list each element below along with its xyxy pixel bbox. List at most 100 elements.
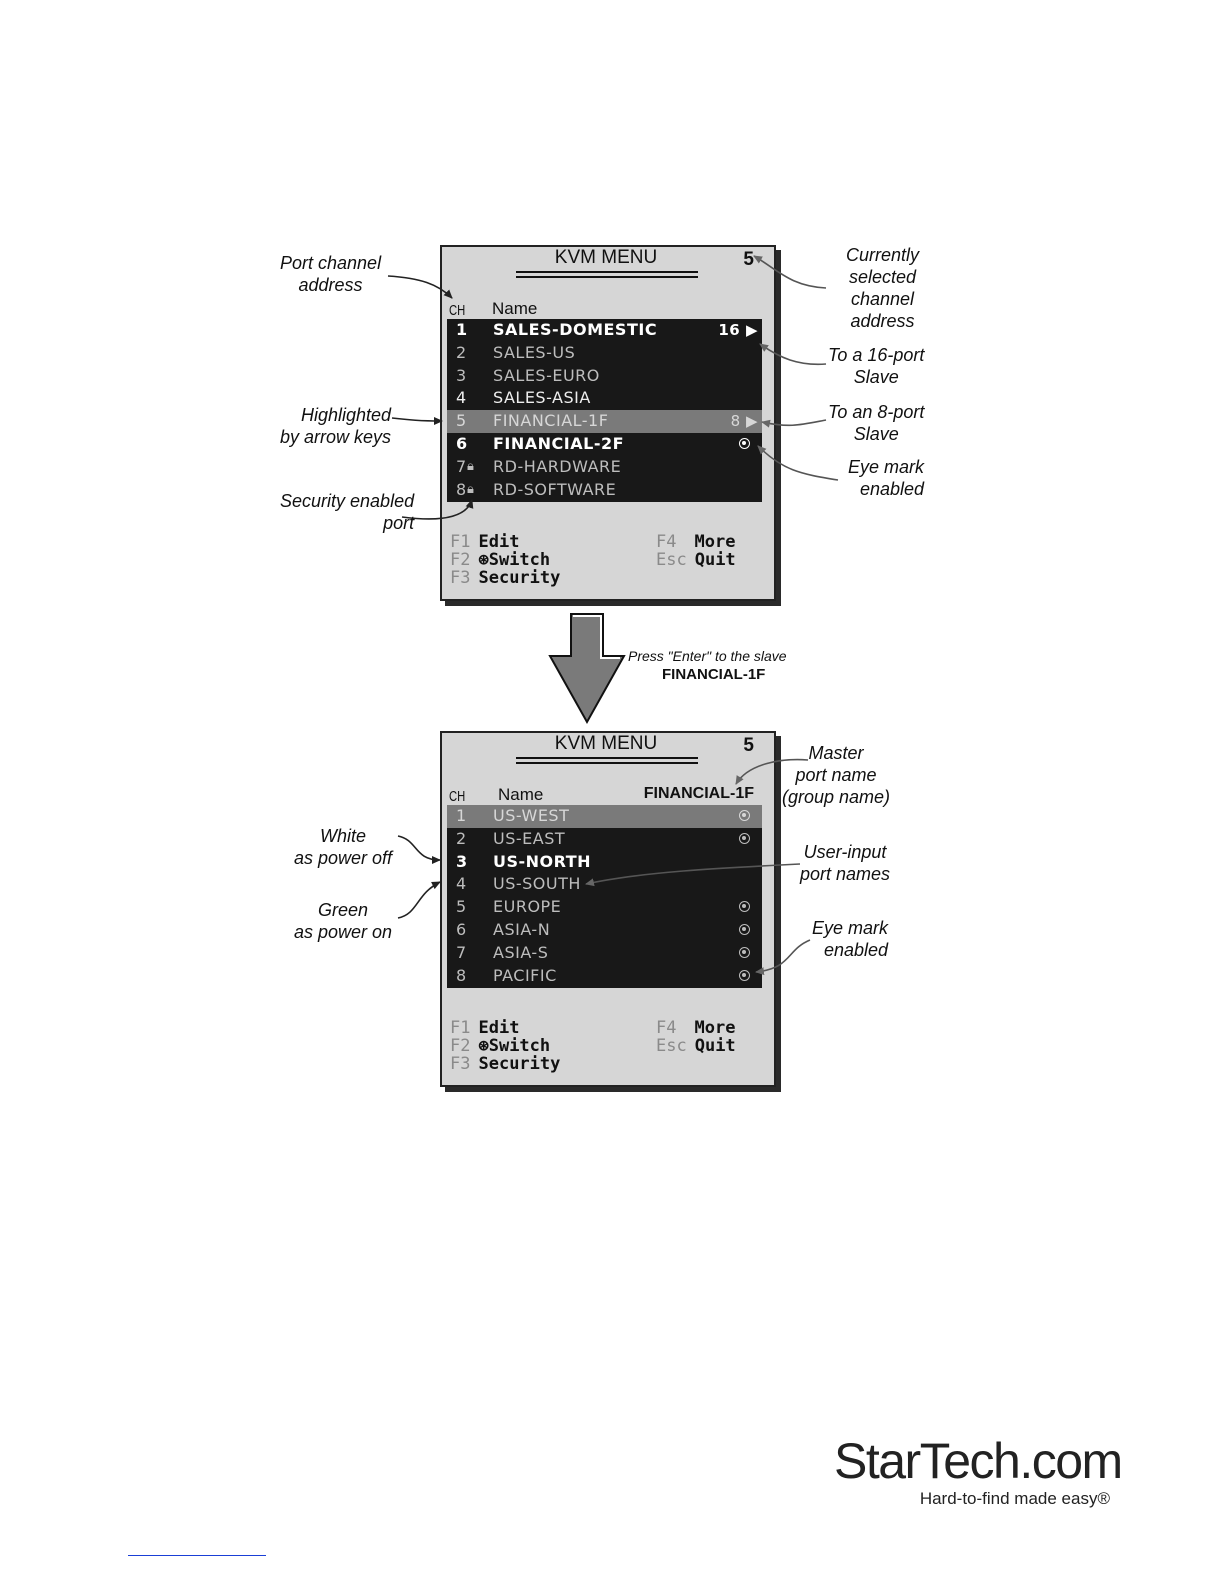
logo-wordmark: StarTech.com [834,1433,1123,1489]
port-row-3[interactable]: 3 SALES-EURO [447,365,762,388]
port-row-2[interactable]: 2 US-EAST [447,828,762,851]
port-number: 6 [456,920,467,939]
lock-icon: 🔒︎ [467,458,475,474]
startech-logo: StarTech.com Hard-to-find made easy® [834,1433,1124,1509]
footer-link-underline [128,1555,266,1556]
arrow-green-power-on [397,881,441,919]
port-number: 7 [456,942,467,962]
f2-switch-key[interactable]: F2⊛Switch [450,550,551,570]
transition-target: FINANCIAL-1F [662,666,766,683]
port-row-3[interactable]: 3 US-NORTH [447,851,762,874]
down-arrow-icon [548,613,626,725]
port-number: 2 [456,828,467,848]
port-row-2[interactable]: 2 SALES-US [447,342,762,365]
port-row-5-highlighted[interactable]: 5 FINANCIAL-1F 8 ▶ [447,410,762,433]
port-name: US-WEST [493,806,570,825]
annotation-security-enabled: Security enabled port [280,491,415,533]
title-underline [516,276,698,278]
port-row-8[interactable]: 8 PACIFIC [447,965,762,988]
eye-mark-icon [739,438,750,449]
port-name: ASIA-N [493,920,551,939]
menu-title: KVM MENU [554,247,658,268]
port-name: ASIA-S [493,942,549,962]
menu-title: KVM MENU [554,733,658,754]
arrow-port-channel [387,275,453,299]
port-row-1-highlighted[interactable]: 1 US-WEST [447,805,762,828]
column-header-name: Name [498,785,544,804]
f2-switch-key[interactable]: F2⊛Switch [450,1036,551,1056]
port-number: 6 [456,434,468,453]
logo-tagline: Hard-to-find made easy® [919,1489,1110,1508]
port-name: US-SOUTH [493,874,581,894]
title-underline [516,271,698,273]
eye-mark-icon [739,810,750,821]
kvm-menu-panel-top: KVM MENU 5 CH Name 1 SALES-DOMESTIC 16 ▶… [440,245,776,601]
transition-instruction: Press "Enter" to the slave [628,648,787,664]
annotation-8-port-slave: To an 8-port Slave [828,402,925,444]
port-list: 1 US-WEST 2 US-EAST 3 US-NORTH 4 US-SOUT… [447,805,762,988]
kvm-menu-panel-bottom: KVM MENU 5 CH Name FINANCIAL-1F 1 US-WES… [440,731,776,1087]
slave-8-port-indicator: 8 ▶ [730,412,758,431]
port-row-5[interactable]: 5 EUROPE [447,896,762,919]
port-number: 1 [456,806,467,825]
arrow-user-input [585,863,801,887]
port-name: RD-SOFTWARE [493,479,617,499]
arrow-eye-mark-2 [755,939,811,976]
port-row-8[interactable]: 8 🔒︎ RD-SOFTWARE [447,479,762,502]
eye-mark-icon [739,832,750,844]
annotation-master-port-name: Master port name (group name) [782,743,891,807]
port-name: RD-HARDWARE [493,456,622,476]
port-number: 4 [456,874,467,894]
port-name: FINANCIAL-2F [493,434,625,453]
arrow-security [401,499,474,520]
port-name: PACIFIC [493,965,557,985]
annotation-16-port-slave: To a 16-port Slave [828,345,925,387]
port-name: US-EAST [493,828,566,848]
selected-channel: 5 [743,249,754,270]
port-row-7[interactable]: 7 ASIA-S [447,942,762,965]
port-number: 3 [456,365,467,385]
port-list: 1 SALES-DOMESTIC 16 ▶ 2 SALES-US 3 SALES… [447,319,762,502]
lock-icon: 🔒︎ [467,481,475,497]
port-row-4[interactable]: 4 SALES-ASIA [447,387,762,410]
port-row-6[interactable]: 6 ASIA-N [447,919,762,942]
arrow-white-power-off [397,835,441,864]
arrow-16-port [759,343,827,366]
port-name: SALES-DOMESTIC [493,320,658,339]
title-underline [516,757,698,759]
port-row-1[interactable]: 1 SALES-DOMESTIC 16 ▶ [447,319,762,342]
port-number: 3 [456,851,468,871]
port-number: 2 [456,342,467,362]
port-row-6[interactable]: 6 FINANCIAL-2F [447,433,762,456]
column-header-ch: CH [449,788,466,805]
port-row-7[interactable]: 7 🔒︎ RD-HARDWARE [447,456,762,479]
annotation-white-power-off: White as power off [294,826,393,868]
port-number: 5 [456,897,467,917]
arrow-eye-mark-1 [757,445,839,481]
group-name: FINANCIAL-1F [643,785,754,802]
port-name: SALES-EURO [493,365,600,385]
port-row-4[interactable]: 4 US-SOUTH [447,873,762,896]
port-number: 7 [456,456,467,476]
title-underline [516,762,698,764]
eye-mark-icon [739,901,750,913]
port-number: 8 [456,965,467,985]
annotation-green-power-on: Green as power on [294,900,393,942]
slave-16-port-indicator: 16 ▶ [718,321,758,339]
annotation-highlighted: Highlighted by arrow keys [280,405,392,447]
port-name: SALES-ASIA [493,388,591,408]
arrow-currently-selected [753,255,827,289]
arrow-highlighted [391,416,443,425]
eye-mark-icon [739,924,750,935]
annotation-eye-mark-1: Eye mark enabled [848,457,925,499]
annotation-port-channel-address: Port channel address [280,253,382,295]
